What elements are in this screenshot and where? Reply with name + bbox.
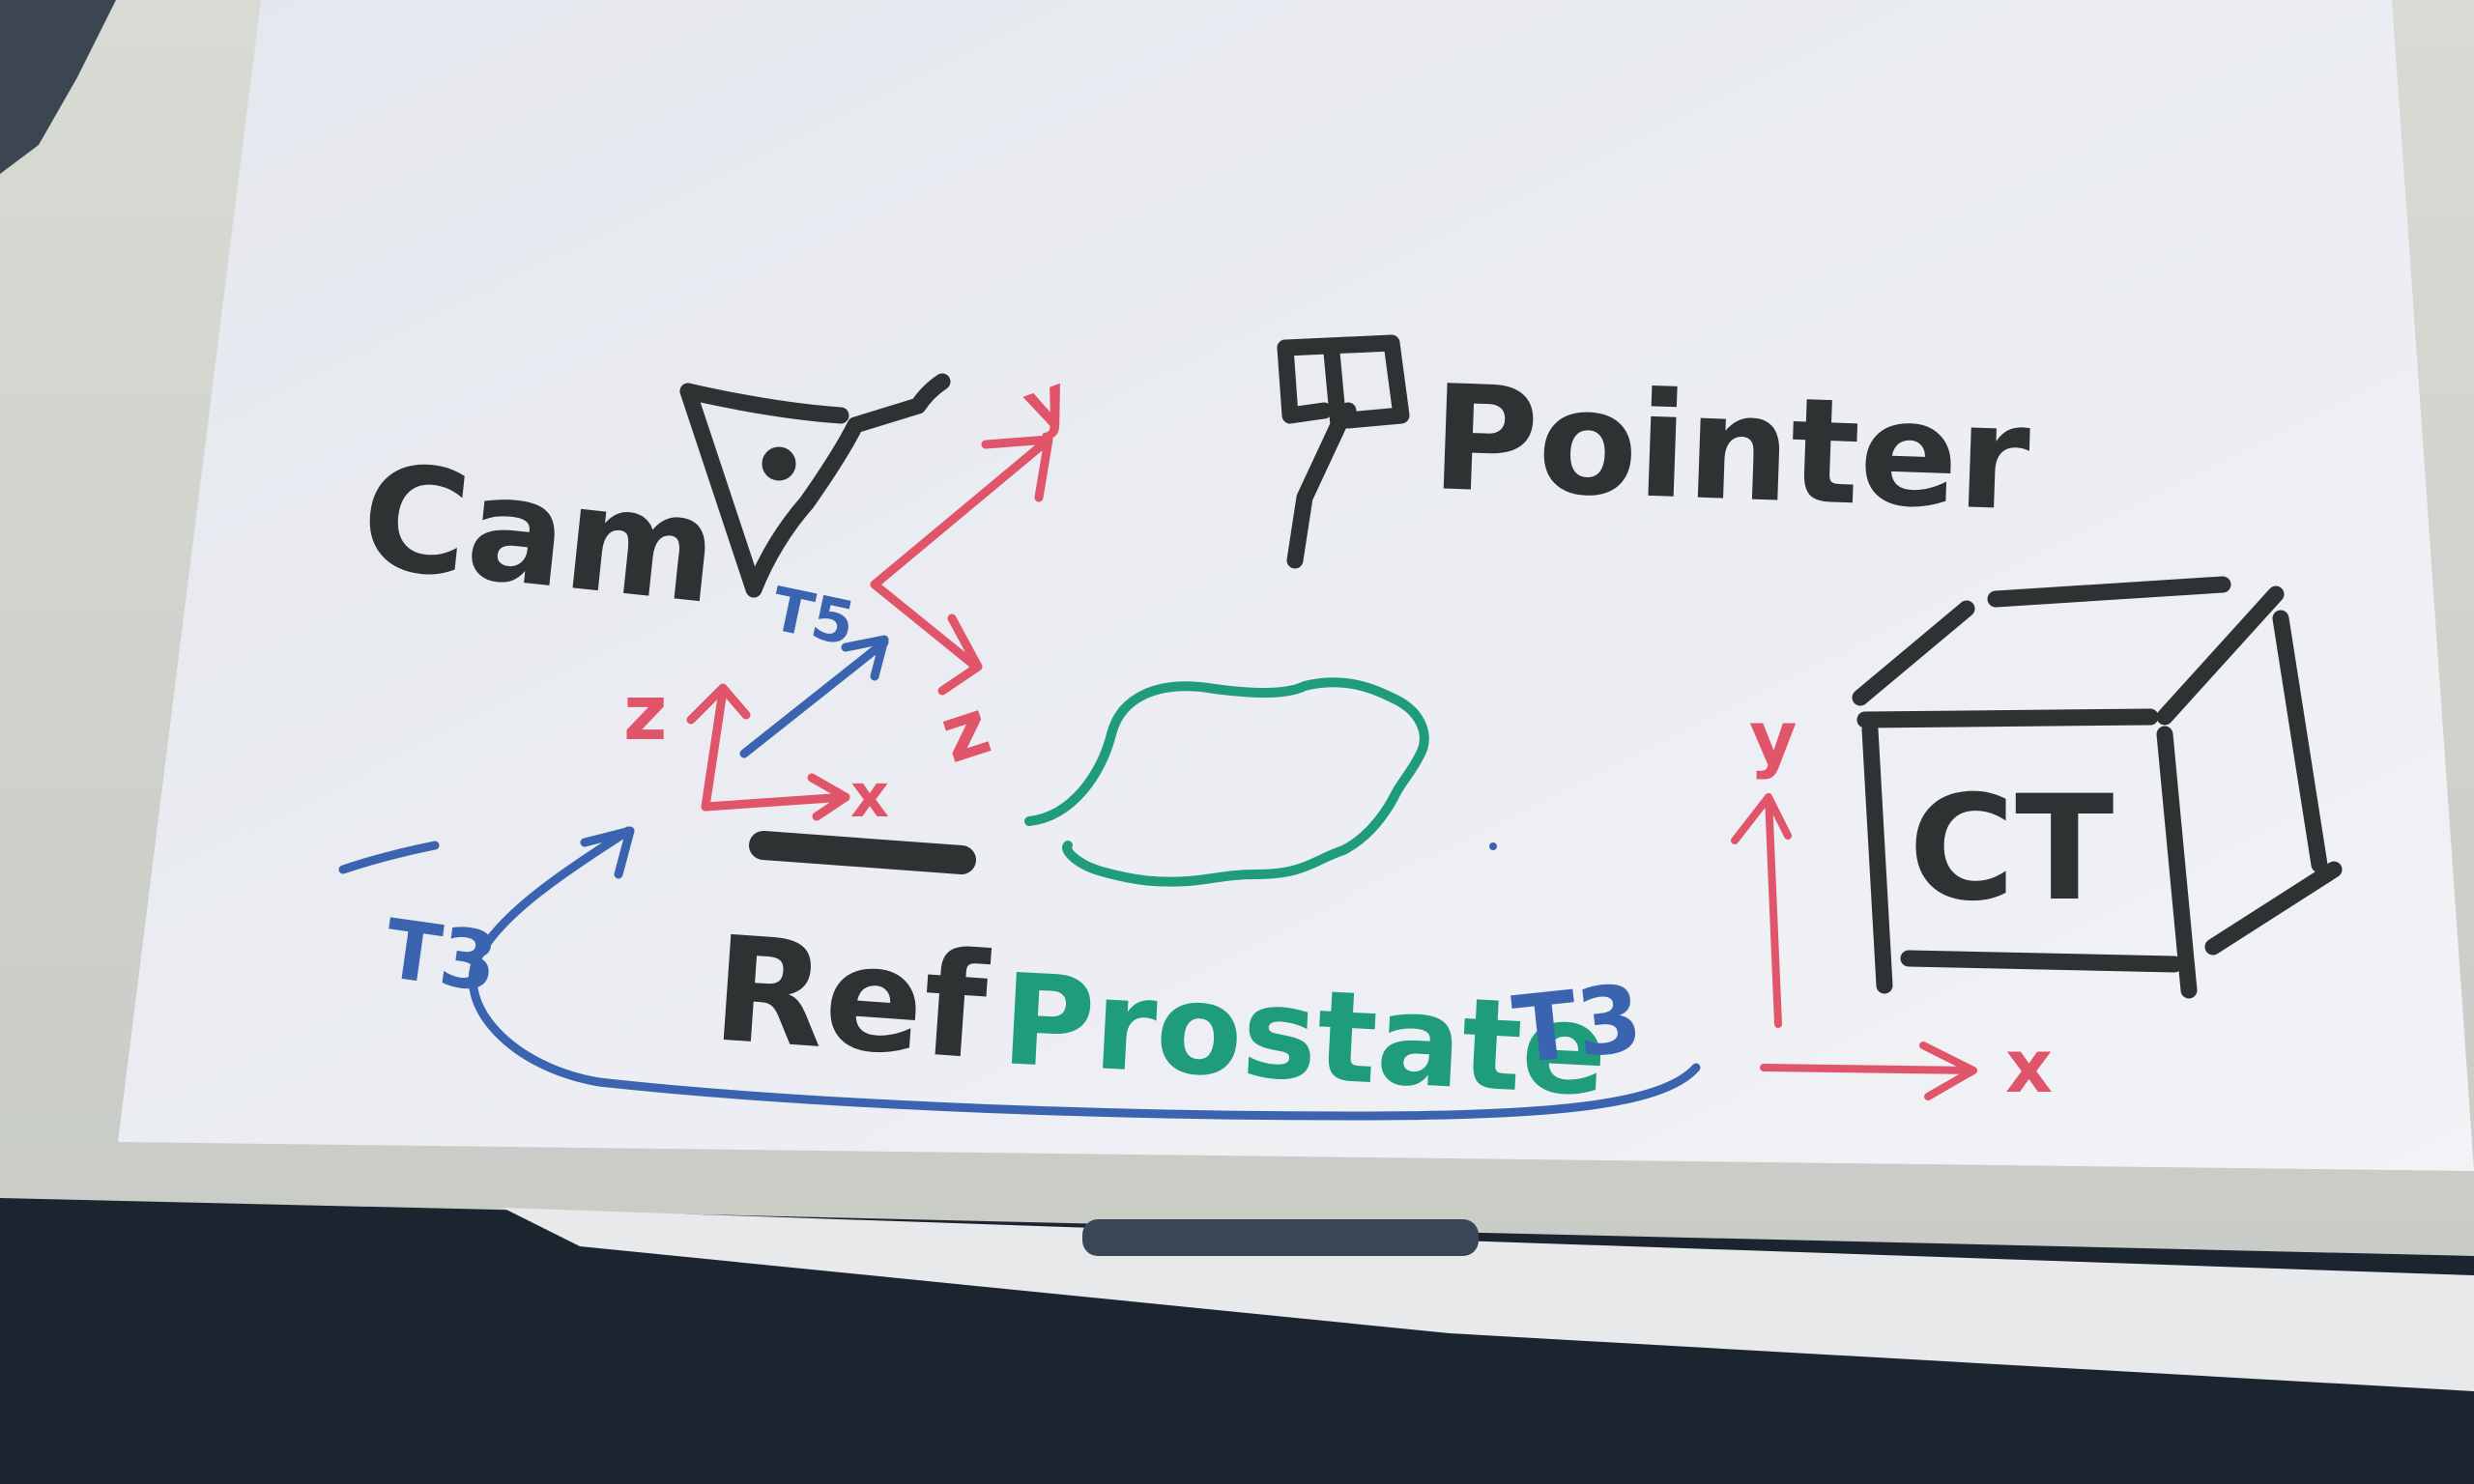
pointer-label: Pointer — [1429, 355, 2032, 543]
ct-x-axis — [1760, 1064, 1975, 1074]
folder-tab — [1082, 1219, 1479, 1256]
camera-y-axis — [870, 435, 1053, 589]
t3-curve — [338, 826, 1701, 1121]
ref-z-axis — [701, 686, 728, 812]
camera-z-arrowhead — [937, 614, 983, 696]
prostate-dot — [1489, 842, 1497, 850]
ct-label: CT — [1909, 765, 2114, 933]
ct-x-arrowhead — [1919, 1042, 1977, 1100]
t3-left-tail — [338, 841, 440, 874]
camera-axes — [870, 435, 1053, 696]
t5-label: T5 — [765, 573, 861, 659]
camera-y-arrowhead — [981, 435, 1053, 502]
ref-label: Ref — [707, 905, 993, 1092]
prostate-label: Prostate — [998, 946, 1610, 1125]
camera-z-axis — [870, 580, 981, 671]
ct-x-label: x — [2005, 1023, 2053, 1109]
pointer-icon — [1277, 334, 1410, 569]
ct-scanner-cube — [1852, 576, 2343, 999]
ref-z-label: z — [623, 671, 667, 757]
t5-arrow — [739, 635, 889, 758]
ct-y-label: y — [1749, 695, 1798, 781]
folder-edge — [503, 1208, 2474, 1391]
ct-axes — [1731, 793, 1977, 1100]
ct-y-axis — [1765, 793, 1782, 1028]
prostate-outline — [1024, 677, 1429, 887]
t3-right-label: T3 — [1509, 964, 1647, 1085]
ref-axes — [686, 683, 850, 821]
ref-x-axis — [701, 792, 850, 812]
ref-x-label: x — [850, 760, 889, 831]
ref-x-arrowhead — [807, 773, 850, 821]
ct-y-arrowhead — [1731, 793, 1792, 844]
corner-shadow — [0, 0, 116, 174]
ref-z-arrowhead — [686, 683, 751, 725]
reference-marker-bar — [749, 831, 976, 874]
t3-left-label: T3 — [379, 901, 503, 1011]
camera-icon — [679, 373, 951, 598]
cam-label: Cam — [354, 433, 725, 637]
